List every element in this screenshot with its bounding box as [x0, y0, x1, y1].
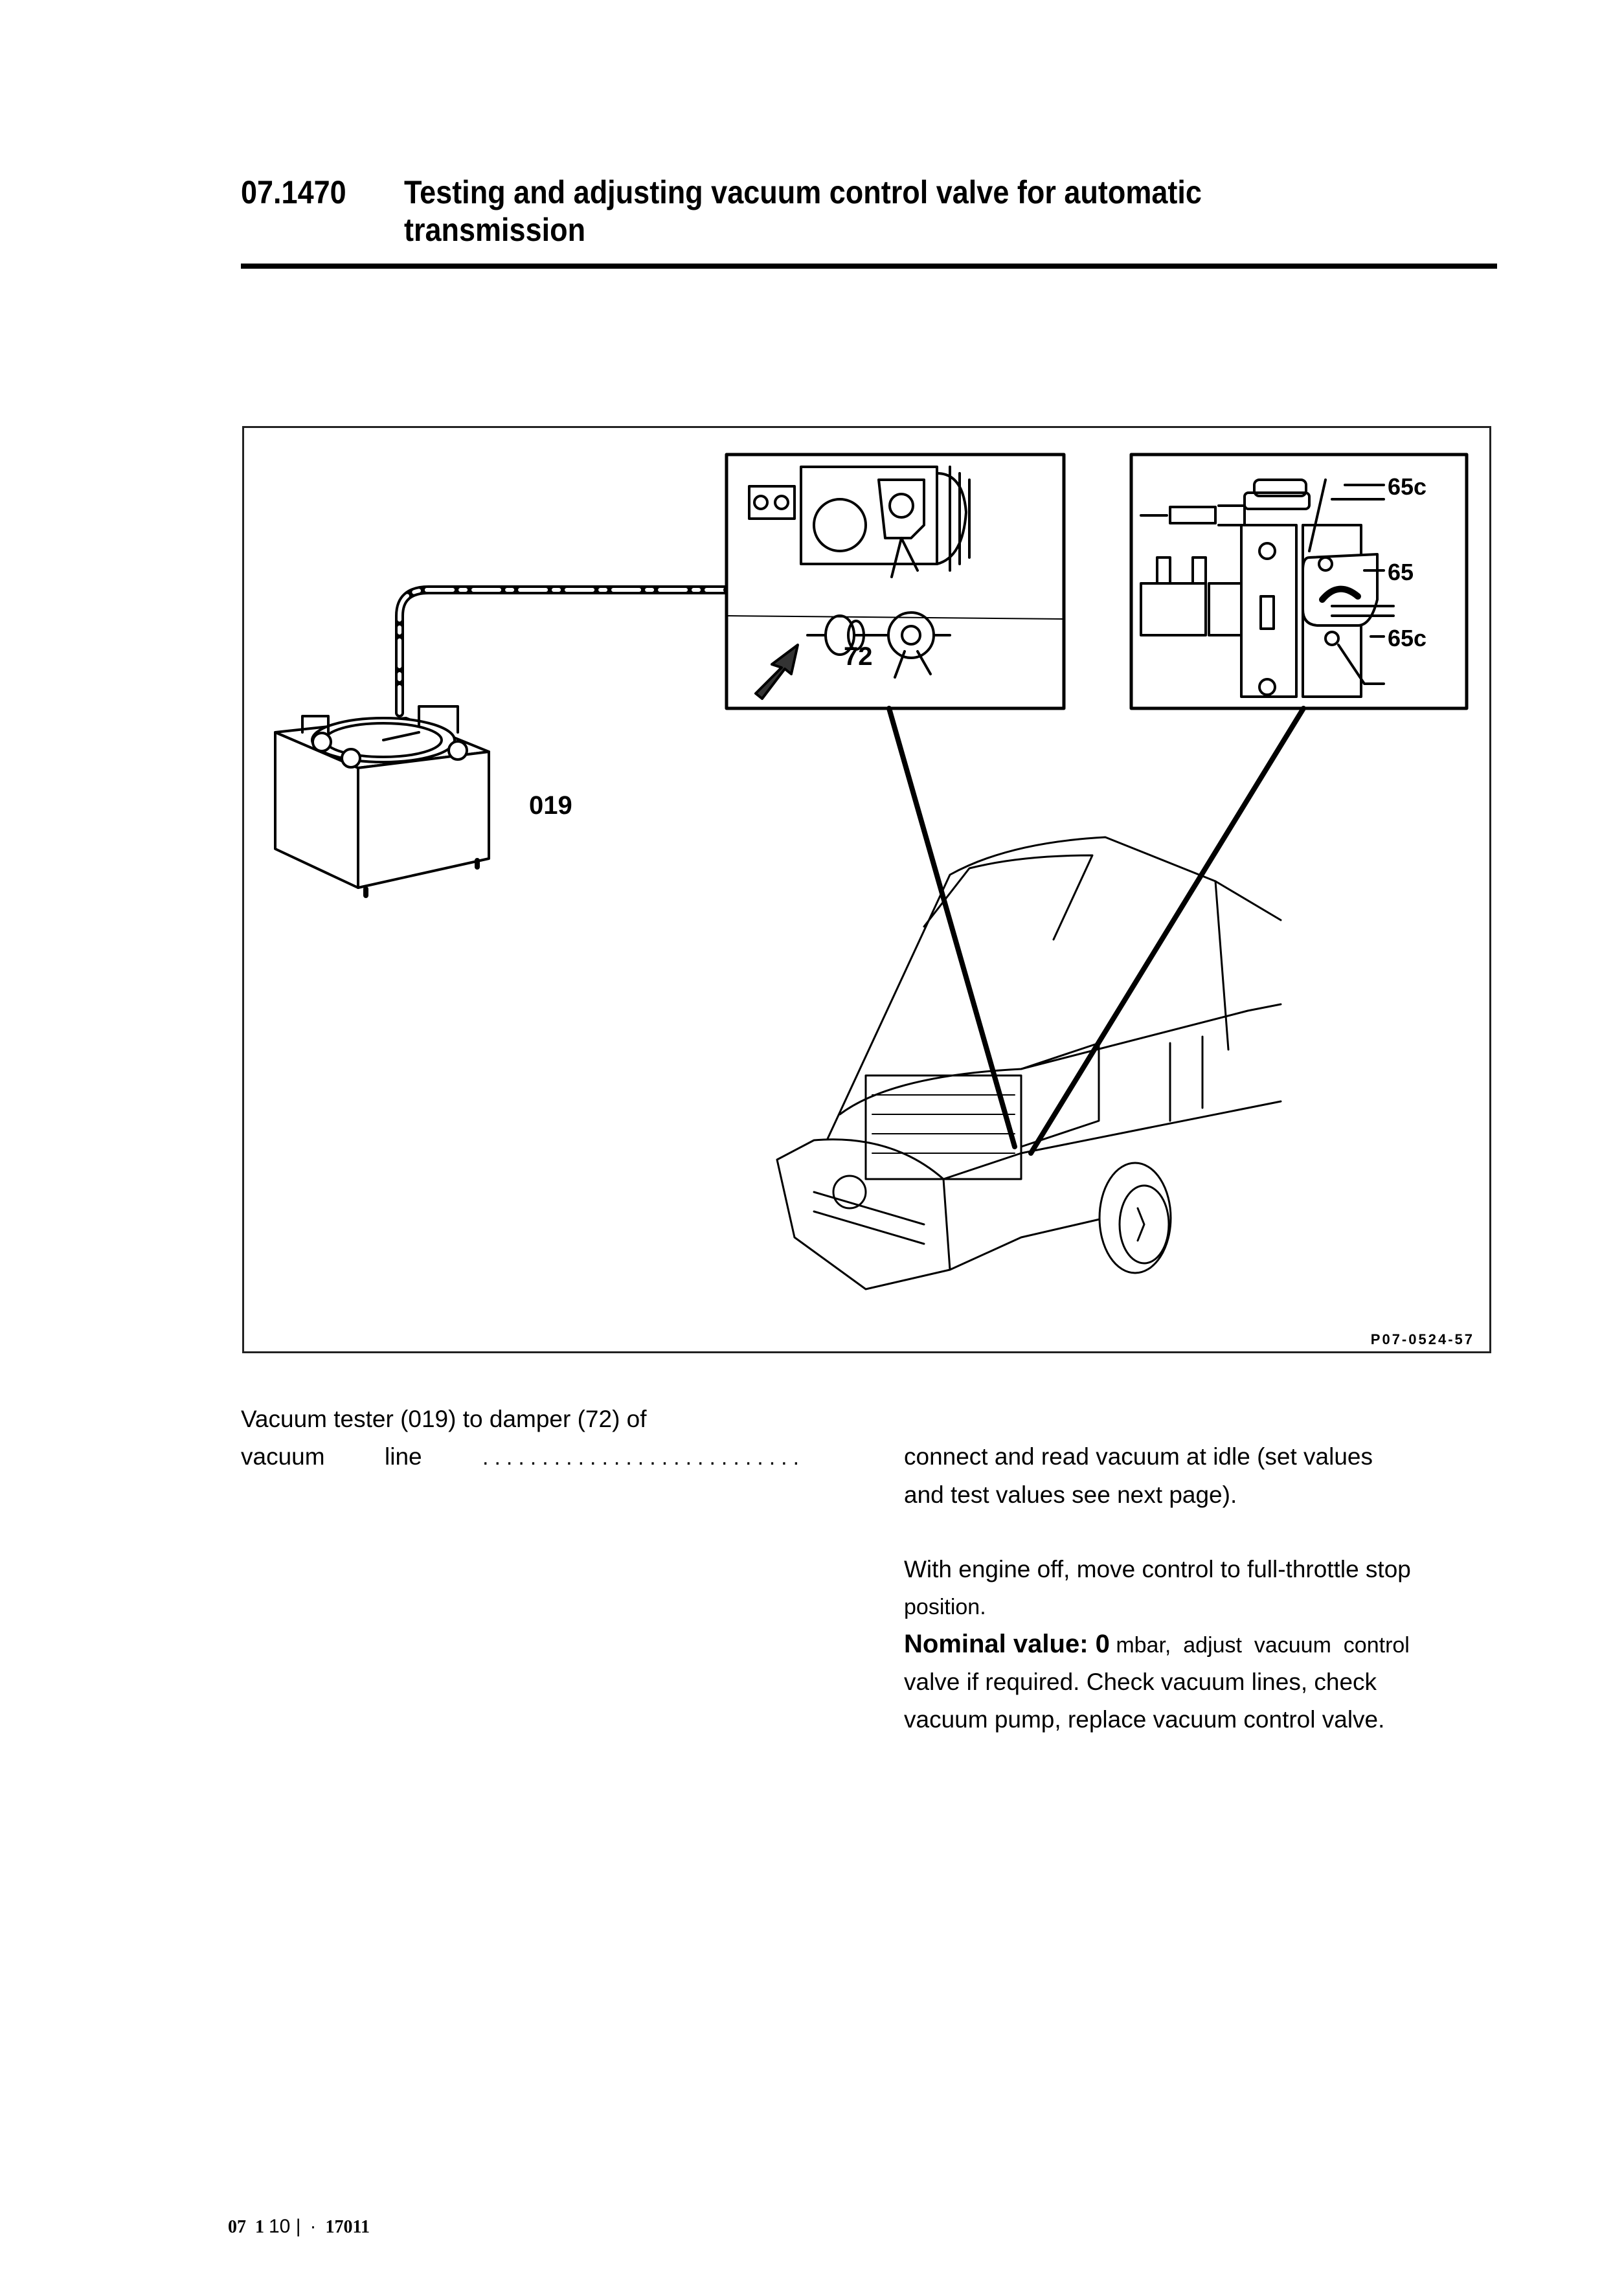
page-footer-code: 07 1 10 | · 17011 [228, 2216, 370, 2238]
footer-part3: 10 | [269, 2216, 301, 2237]
label-screw-65c-top: 65c [1388, 473, 1427, 500]
nominal-value-rest: mbar, adjust vacuum control [1109, 1633, 1410, 1658]
pointer-line-valve [1028, 706, 1306, 1156]
vacuum-test-illustration: 72 019 65c 65 65c [274, 453, 1474, 1347]
car-drawing [776, 836, 1282, 1290]
label-valve-65: 65 [1388, 559, 1414, 585]
instruction-left-word2: line [385, 1443, 422, 1470]
label-screw-65c-bottom: 65c [1388, 625, 1427, 651]
page-title-line2: transmission [404, 212, 586, 248]
instruction-right-p2-line2: position. [904, 1595, 986, 1619]
nominal-value-line: Nominal value: 0 mbar, adjust vacuum con… [904, 1631, 1410, 1658]
label-damper-72: 72 [844, 642, 873, 671]
instruction-right-p2-line5: vacuum pump, replace vacuum control valv… [904, 1706, 1385, 1733]
instruction-left-word1: vacuum [241, 1443, 325, 1470]
instruction-right-p1-line1: connect and read vacuum at idle (set val… [904, 1443, 1373, 1470]
instruction-right-p2-line1: With engine off, move control to full-th… [904, 1556, 1411, 1582]
instruction-left-line1: Vacuum tester (019) to damper (72) of [241, 1406, 647, 1432]
title-rule [241, 264, 1497, 269]
label-tester-019: 019 [529, 791, 572, 820]
footer-part5: 17011 [325, 2217, 370, 2237]
footer-part4: · [310, 2216, 317, 2237]
footer-part1: 07 [228, 2217, 246, 2237]
damper-inset [725, 453, 1066, 710]
page-title-line1: Testing and adjusting vacuum control val… [404, 174, 1202, 210]
vacuum-tester-drawing [274, 705, 490, 898]
pointer-line-damper [886, 706, 1017, 1149]
leader-dots: ........................... [482, 1445, 806, 1470]
instruction-right-p2-line4: valve if required. Check vacuum lines, c… [904, 1669, 1377, 1695]
control-valve-inset [1129, 453, 1469, 710]
footer-part2: 1 [255, 2217, 264, 2237]
nominal-value-label: Nominal value: 0 [904, 1630, 1110, 1658]
section-number: 07.1470 [241, 174, 346, 210]
instruction-right-p1-line2: and test values see next page). [904, 1481, 1237, 1508]
illustration-frame: 72 019 65c 65 65c [242, 426, 1491, 1353]
figure-code: P07-0524-57 [1371, 1331, 1474, 1347]
